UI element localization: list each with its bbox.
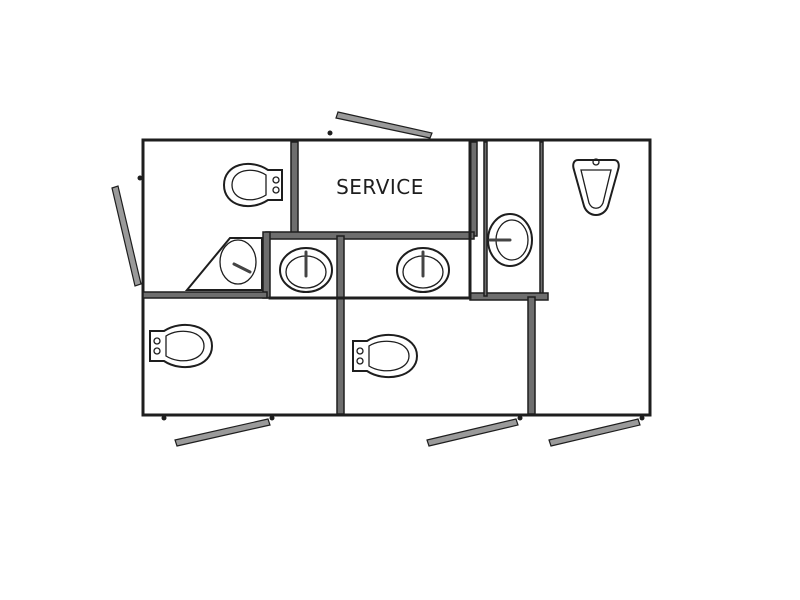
sink-right bbox=[487, 213, 533, 267]
sink-center-right bbox=[396, 247, 450, 293]
sink-left-corner bbox=[184, 237, 263, 291]
door-left bbox=[111, 185, 142, 287]
doors bbox=[111, 111, 645, 447]
toilet-bottom-left bbox=[149, 323, 214, 369]
door-bottom-middle bbox=[426, 418, 519, 447]
outer-walls bbox=[141, 138, 652, 417]
urinal-right bbox=[572, 158, 620, 216]
door-bottom-right bbox=[548, 418, 641, 447]
door-bottom-left bbox=[174, 418, 271, 447]
toilet-top-left bbox=[222, 162, 283, 208]
toilet-bottom-middle bbox=[352, 333, 419, 379]
sink-center-left bbox=[279, 247, 333, 293]
door-top-service bbox=[335, 111, 433, 139]
service-room-label: SERVICE bbox=[336, 175, 424, 199]
